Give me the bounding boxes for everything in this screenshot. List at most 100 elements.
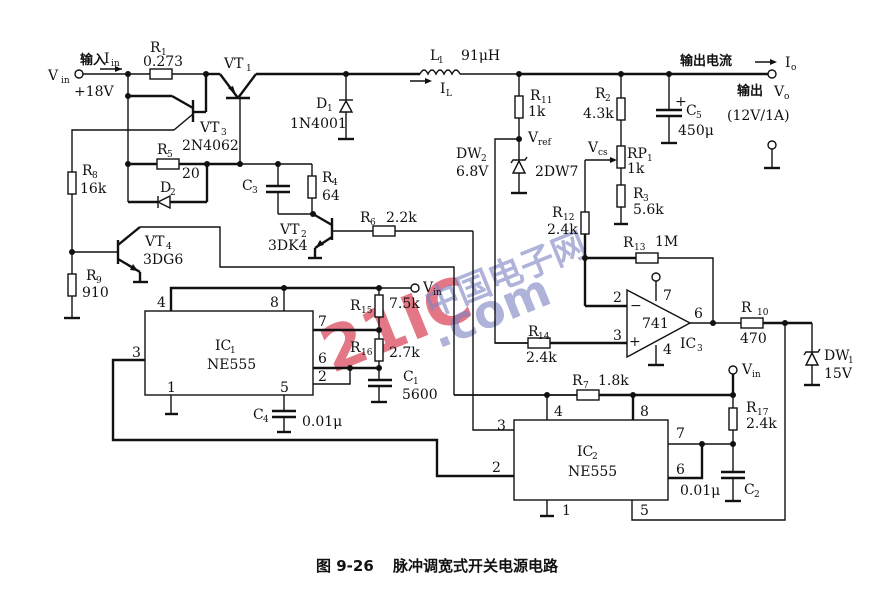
svg-text:R: R xyxy=(82,163,93,179)
svg-text:1: 1 xyxy=(647,154,653,164)
svg-text:6: 6 xyxy=(694,306,703,322)
svg-text:5: 5 xyxy=(167,150,173,160)
svg-text:C: C xyxy=(242,178,253,194)
svg-text:0.01μ: 0.01μ xyxy=(302,414,342,430)
resistor-r8: R 8 16k xyxy=(67,163,107,252)
svg-text:L: L xyxy=(446,89,452,99)
svg-text:R: R xyxy=(552,205,563,221)
svg-text:7: 7 xyxy=(663,288,672,304)
capacitor-c2: 0.01μ C 2 xyxy=(680,444,760,503)
svg-text:VT: VT xyxy=(279,222,300,238)
svg-text:C: C xyxy=(403,369,414,385)
potentiometer-rp1: RP 1 1k V cs xyxy=(585,140,653,177)
svg-text:7: 7 xyxy=(676,426,685,442)
svg-text:R: R xyxy=(360,210,371,226)
svg-text:64: 64 xyxy=(322,188,340,204)
svg-text:2DW7: 2DW7 xyxy=(535,164,578,180)
svg-text:17: 17 xyxy=(757,408,769,418)
svg-text:VT: VT xyxy=(144,234,165,250)
svg-text:5: 5 xyxy=(280,380,289,396)
svg-text:1: 1 xyxy=(167,380,176,396)
ic1-ne555: IC 1 NE555 4 8 7 6 2 3 1 5 xyxy=(132,295,327,396)
svg-text:C: C xyxy=(253,407,264,423)
svg-text:V: V xyxy=(741,362,753,378)
capacitor-c3: C 3 xyxy=(242,164,312,215)
iin-label: I xyxy=(104,51,110,67)
capacitor-c4: C 4 0.01μ xyxy=(253,395,342,434)
svg-text:91μH: 91μH xyxy=(461,48,500,64)
svg-text:D: D xyxy=(316,96,327,112)
resistor-r15: R 15 7.5k xyxy=(350,288,420,330)
output-section: 输出电流 I o 输出 V o (12V/1A) xyxy=(680,53,796,170)
svg-text:R: R xyxy=(350,298,361,314)
svg-text:V: V xyxy=(422,280,434,296)
svg-text:2.4k: 2.4k xyxy=(746,416,777,432)
svg-text:7.5k: 7.5k xyxy=(389,296,420,312)
vin-label: V xyxy=(47,68,59,84)
svg-text:2: 2 xyxy=(170,188,176,198)
svg-text:3DK4: 3DK4 xyxy=(268,238,308,254)
svg-text:1: 1 xyxy=(848,356,854,366)
resistor-r4: R 4 64 xyxy=(307,164,340,214)
svg-text:R: R xyxy=(572,373,583,389)
ic2-ne555: IC 2 NE555 4 8 7 6 3 2 1 5 xyxy=(492,404,685,519)
svg-text:−: − xyxy=(630,298,642,314)
svg-text:2: 2 xyxy=(754,490,760,500)
svg-text:6: 6 xyxy=(370,218,376,228)
resistor-r12: R 12 2.4k xyxy=(547,160,590,306)
resistor-r14: R 14 2.4k xyxy=(495,324,627,366)
vo-terminal xyxy=(767,69,777,79)
svg-text:1: 1 xyxy=(246,64,252,74)
svg-text:15V: 15V xyxy=(824,366,853,382)
svg-text:DW: DW xyxy=(456,146,482,162)
svg-text:8: 8 xyxy=(270,295,279,311)
svg-text:+: + xyxy=(629,334,641,350)
svg-text:1.8k: 1.8k xyxy=(598,373,629,389)
svg-text:L: L xyxy=(430,48,439,64)
svg-text:I: I xyxy=(440,81,446,97)
svg-text:VT: VT xyxy=(199,120,220,136)
zener-dw1: DW 1 15V xyxy=(803,323,854,387)
svg-text:4: 4 xyxy=(157,295,166,311)
resistor-r9: R 9 910 xyxy=(64,252,109,320)
svg-text:输出: 输出 xyxy=(737,83,763,99)
resistor-r17: R 17 2.4k xyxy=(728,395,777,444)
svg-text:o: o xyxy=(791,63,796,73)
svg-text:8: 8 xyxy=(640,404,649,420)
svg-text:2N4062: 2N4062 xyxy=(182,138,239,154)
diode-d2: D 2 xyxy=(128,164,209,210)
svg-text:3DG6: 3DG6 xyxy=(143,252,183,268)
svg-text:4.3k: 4.3k xyxy=(583,106,614,122)
svg-text:in: in xyxy=(61,76,70,86)
svg-text:2: 2 xyxy=(592,452,598,462)
svg-text:输出电流: 输出电流 xyxy=(680,53,732,69)
svg-text:1M: 1M xyxy=(655,234,678,250)
svg-text:910: 910 xyxy=(82,285,109,301)
svg-text:3: 3 xyxy=(221,128,227,138)
svg-text:3: 3 xyxy=(252,186,258,196)
svg-text:V: V xyxy=(527,130,539,146)
svg-text:10: 10 xyxy=(757,308,769,318)
svg-text:2: 2 xyxy=(318,369,327,385)
figure-caption: 图 9-26 脉冲调宽式开关电源电路 xyxy=(316,557,559,575)
svg-text:IC: IC xyxy=(680,336,696,352)
vin-terminal xyxy=(74,69,84,79)
svg-text:1: 1 xyxy=(413,377,419,387)
svg-text:I: I xyxy=(785,55,791,71)
svg-text:741: 741 xyxy=(642,316,669,332)
svg-text:IC: IC xyxy=(215,338,231,354)
svg-text:1: 1 xyxy=(438,56,444,66)
svg-text:5: 5 xyxy=(696,111,702,121)
svg-text:6: 6 xyxy=(676,462,685,478)
svg-text:1: 1 xyxy=(230,346,236,356)
zener-dw2: DW 2 6.8V 2DW7 xyxy=(456,139,578,195)
svg-text:o: o xyxy=(784,92,789,102)
svg-text:1k: 1k xyxy=(528,104,546,120)
svg-text:in: in xyxy=(433,288,442,298)
vin-voltage: +18V xyxy=(74,84,115,100)
ground-terminal xyxy=(767,140,777,150)
svg-text:V: V xyxy=(773,84,785,100)
transistor-vt2: VT 2 3DK4 xyxy=(268,212,334,260)
svg-text:450μ: 450μ xyxy=(678,123,714,139)
opamp-ic3-741: 741 − + 2 3 6 7 4 IC 3 xyxy=(613,272,703,367)
